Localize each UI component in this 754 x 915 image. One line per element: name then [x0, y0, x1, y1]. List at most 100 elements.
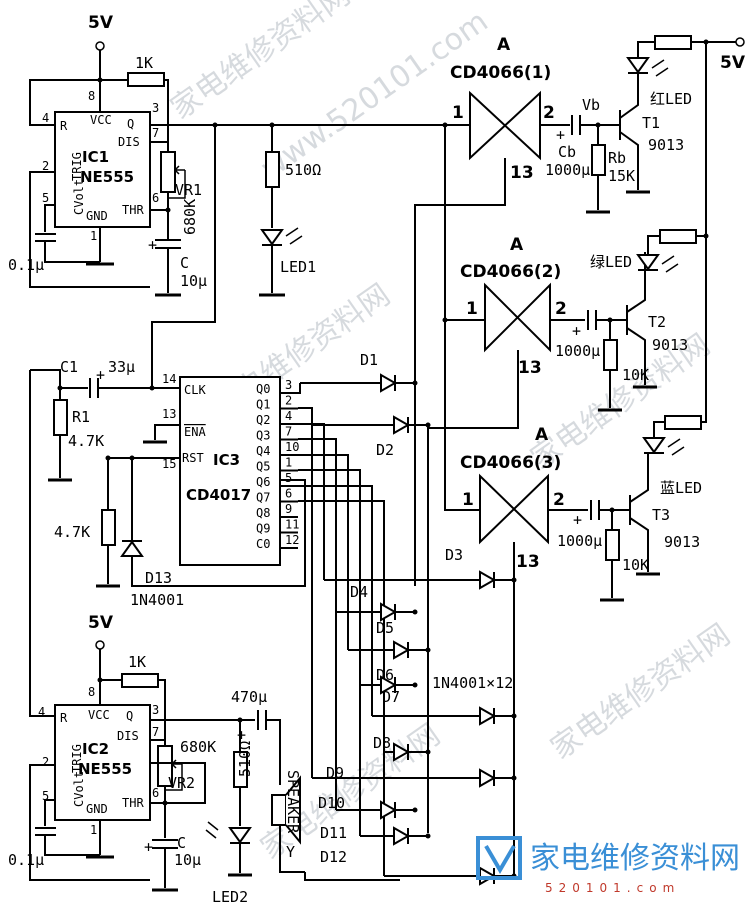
wire [29, 171, 150, 288]
cap-plus: + [148, 236, 157, 254]
cap-plus: + [144, 838, 153, 856]
junction-dot [425, 749, 431, 755]
junction-dot [412, 380, 418, 386]
wire [444, 125, 480, 511]
r1-label: R1 [72, 408, 90, 426]
ic2-ne555: IC2 NE555 VCC R TRIG Q DIS CVolt GND THR… [38, 685, 159, 837]
sw1-pin1: 1 [452, 103, 464, 123]
ic2-pin7: 7 [152, 725, 159, 739]
vb-label: Vb [582, 96, 600, 114]
ic2-pin2: 2 [42, 755, 49, 769]
ic3-output-q4: Q4 [256, 444, 270, 458]
supply-terminal [735, 37, 745, 47]
ic3-output-c0: C0 [256, 537, 270, 551]
ic1-dis-label: DIS [118, 135, 140, 149]
ic1-gnd-label: GND [86, 209, 108, 223]
wire [150, 79, 169, 143]
led2-symbol [228, 827, 252, 844]
ic1-ne555: IC1 NE555 VCC R TRIG Q DIS CVolt GND THR… [42, 89, 159, 243]
resistor-1k-ic2 [121, 673, 159, 688]
led1-light-arrow [285, 227, 303, 245]
watermark-text: 家电维修资料网 [545, 617, 737, 766]
t2-emitter [626, 327, 646, 385]
junction-dot [511, 577, 517, 583]
ic2-vcc-label: VCC [88, 708, 110, 722]
diode-d8-label: D8 [373, 734, 391, 752]
wire [298, 407, 313, 778]
r-rst-value: 4.7K [54, 523, 90, 541]
sw3-pin1: 1 [462, 490, 474, 510]
c-ic2-value: 10μ [174, 851, 201, 869]
led-green-symbol [636, 254, 660, 271]
speaker-label: SPEAKER [284, 770, 302, 834]
ic1-pin6: 6 [152, 191, 159, 205]
r3-value: 10K [622, 556, 649, 574]
r1-value: 4.7K [68, 432, 104, 450]
diode-d12-label: D12 [320, 848, 347, 866]
diode-d1-label: D1 [360, 351, 378, 369]
speaker-coil [271, 794, 287, 826]
resistor-510-top [265, 151, 280, 188]
logo-url: 520101.com [545, 881, 680, 895]
site-logo: 家电维修资料网 520101.com [476, 836, 740, 895]
ic3-name: IC3 [213, 451, 240, 469]
c3-value: 1000μ [557, 532, 602, 550]
t3-part: 9013 [664, 533, 700, 551]
t1-part: 9013 [648, 136, 684, 154]
ic3-pin15: 15 [162, 457, 176, 471]
wire [414, 158, 506, 586]
sw3-name: CD4066(3) [460, 453, 561, 473]
ic3-output-q0: Q0 [256, 382, 270, 396]
ic1-part: NE555 [80, 168, 134, 186]
diode-d6 [380, 675, 398, 695]
ic2-name: IC2 [82, 740, 109, 758]
sw2-a-label: A [510, 235, 524, 255]
ic3-output-q5: Q5 [256, 460, 270, 474]
sw2-pin2: 2 [555, 299, 567, 319]
ic3-output-pin-number: 4 [285, 409, 292, 423]
led2-label: LED2 [212, 888, 248, 906]
ic2-pin6: 6 [152, 786, 159, 800]
resistor-rst [101, 509, 116, 546]
led-red-label: 红LED [650, 90, 692, 108]
speaker-y-label: Y [286, 843, 295, 861]
led1-label: LED1 [280, 258, 316, 276]
ic3-output-pin-number: 6 [285, 487, 292, 501]
ic3-ena-label: ENA [184, 425, 206, 439]
t3-collector [629, 465, 649, 503]
wire [298, 469, 361, 836]
ic3-rst-label: RST [182, 451, 204, 465]
c-ic1-value: 10μ [180, 272, 207, 290]
ic2-body [54, 704, 151, 821]
junction-dot [425, 833, 431, 839]
wire [150, 679, 166, 741]
ic3-output-pin-number: 2 [285, 394, 292, 408]
diode-d11 [393, 826, 411, 846]
wire [168, 170, 186, 199]
wire [701, 415, 707, 423]
sw2-bowtie [484, 282, 551, 353]
c2-value: 1000μ [555, 342, 600, 360]
diode-d13 [120, 540, 144, 557]
wire [266, 719, 281, 785]
ic1-q-label: Q [127, 117, 134, 131]
c-ic1-cv-value: 0.1μ [8, 256, 44, 274]
junction-dot [511, 713, 517, 719]
wire [304, 872, 400, 881]
rb-value: 15K [608, 167, 635, 185]
ic3-output-q3: Q3 [256, 429, 270, 443]
ic3-output-pin-number: 7 [285, 425, 292, 439]
vr1-wiper [173, 165, 185, 175]
diode-d5-label: D5 [376, 619, 394, 637]
logo-icon [476, 836, 522, 880]
vr2-value: 680K [180, 738, 216, 756]
sw1-a-label: A [497, 35, 511, 55]
led2-light-arrow [205, 821, 219, 839]
t2-label: T2 [648, 313, 666, 331]
ic3-output-pin-number: 10 [285, 440, 299, 454]
r510-top-label: 510Ω [285, 161, 321, 179]
junction-dot [425, 422, 431, 428]
ic1-pin5: 5 [42, 191, 49, 205]
wire [637, 41, 655, 58]
